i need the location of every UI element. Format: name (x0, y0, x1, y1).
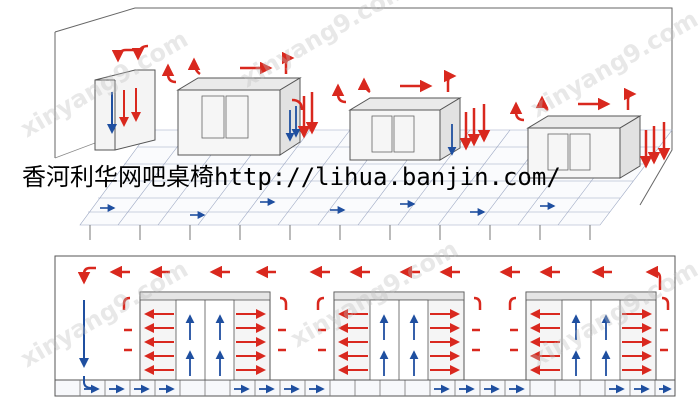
room-back-wall (54, 7, 673, 206)
cabinet-cluster-2 (331, 69, 491, 161)
floor-section-tiles (79, 380, 656, 396)
room-section-view (54, 255, 676, 397)
section-cabinet-1 (122, 291, 288, 381)
crac-return-flow (77, 266, 96, 389)
cabinet-cluster-3 (509, 87, 671, 179)
room-3d-view (54, 7, 673, 240)
crac-unit (94, 44, 156, 151)
ceiling-hot-arrows (109, 265, 662, 290)
floor-legs (89, 225, 591, 240)
raised-floor-section (54, 379, 676, 397)
section-cabinet-2 (316, 291, 482, 381)
caption-text: 香河利华网吧桌椅http://lihua.banjin.com/ (22, 163, 561, 191)
cabinet-cluster-1 (161, 51, 319, 156)
section-cabinet-3 (508, 291, 670, 381)
underfloor-cold-arrows-3d (100, 198, 556, 219)
